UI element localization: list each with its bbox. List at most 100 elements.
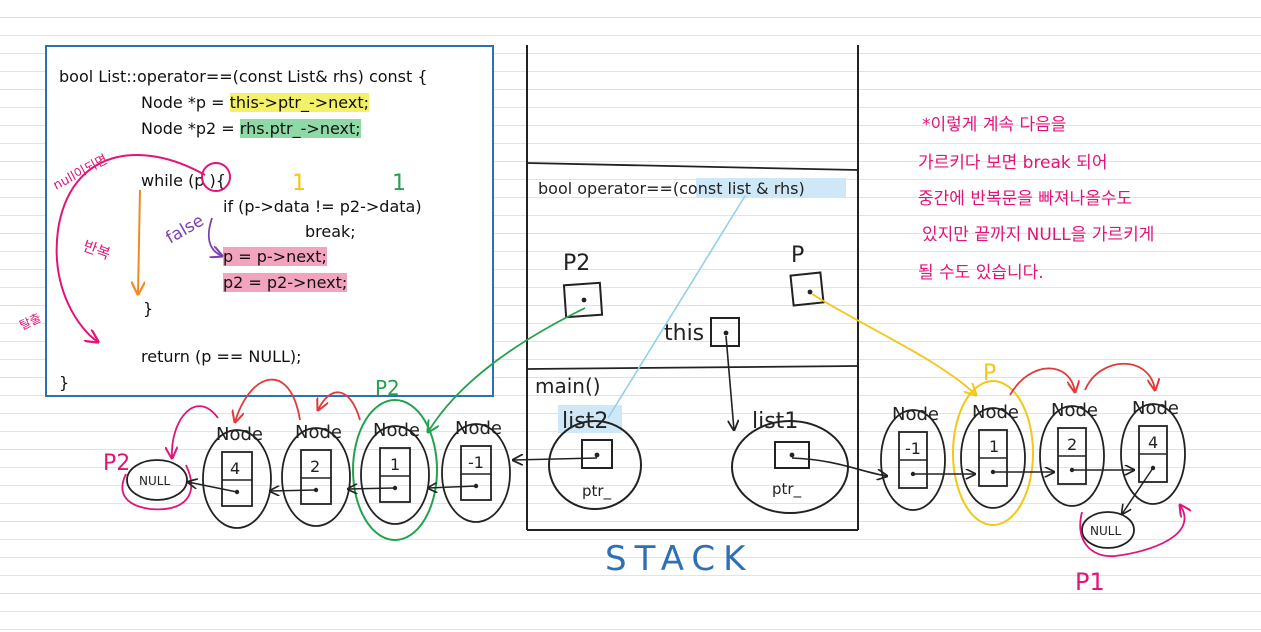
code-line-p-highlight: this->ptr_->next;: [229, 93, 369, 112]
right-node-0-data: -1: [905, 439, 921, 458]
right-next-arrow-3-null: [1122, 467, 1154, 514]
list2-ptr-label: ptr_: [582, 482, 612, 501]
code-while-keyword: while: [141, 171, 183, 190]
list2-object: [548, 420, 642, 510]
right-node-1-yellow-highlight: [952, 380, 1034, 526]
code-line-p2-highlight: rhs.ptr_->next;: [239, 119, 361, 138]
stack-frame: [526, 45, 859, 531]
this-dot: [723, 330, 729, 336]
right-node-3-label: Node: [1132, 398, 1179, 419]
escape-label: 탈출: [17, 311, 43, 333]
note-line-2: 가르키다 보면 break 되어: [918, 153, 1108, 173]
left-node-0-label: Node: [216, 424, 263, 445]
right-node-3-data: 4: [1148, 433, 1158, 452]
note-line-4: 있지만 끝까지 NULL을 가르키게: [922, 225, 1155, 245]
list2-ptr-dot: [594, 452, 600, 458]
left-next-arrow-0-null: [188, 482, 238, 493]
left-p2-marker: P2: [103, 451, 130, 476]
note-line-5: 될 수도 있습니다.: [918, 263, 1044, 283]
p-to-right-node-arrow: [811, 293, 976, 395]
code-line-p2-prefix: Node *p2 =: [141, 119, 240, 138]
p2-stack-label: P2: [563, 251, 590, 276]
left-node-2-data: 1: [390, 455, 400, 474]
p-stack-dot: [807, 289, 813, 295]
right-list: Node -1 Node 1 Node 2 Node: [880, 361, 1186, 596]
p2-stack-box: [562, 281, 604, 319]
code-while: while (p ){: [141, 171, 226, 190]
while-cond-circle: [201, 162, 231, 192]
left-node-1-data: 2: [310, 457, 320, 476]
code-box: bool List::operator==(const List& rhs) c…: [45, 45, 494, 397]
left-list: NULL P2 P2 Node 4 Node 2 Node 1: [103, 376, 511, 541]
left-node-0: Node 4: [202, 424, 272, 529]
code-close-inner: }: [143, 299, 154, 318]
right-node-2: Node 2: [1039, 400, 1105, 507]
list1-ptr-box: [774, 441, 810, 469]
left-red-arrow-b: [235, 378, 301, 422]
code-while-brace: {: [215, 171, 226, 190]
right-node-0: Node -1: [880, 404, 946, 511]
repeat-label: 반복: [81, 237, 113, 263]
code-break: break;: [305, 222, 356, 241]
code-close-outer: }: [59, 373, 70, 392]
p2-to-left-node-arrow: [428, 307, 586, 432]
left-p2-top-marker: P2: [375, 376, 400, 400]
p2-stack-dot: [581, 297, 587, 303]
frame-rhs-highlight: [696, 178, 846, 198]
code-p-next: p = p->next;: [223, 247, 327, 266]
note-line-3: 중간에 반복문을 빠져나올수도: [918, 189, 1133, 209]
right-red-arrow-b: [1084, 362, 1155, 390]
right-node-3: Node 4: [1120, 398, 1186, 505]
code-signature: bool List::operator==(const List& rhs) c…: [59, 67, 428, 86]
left-next-arrow-1-0: [270, 490, 317, 491]
left-node-3: Node -1: [441, 418, 511, 523]
right-node-0-label: Node: [892, 404, 939, 425]
count-one-yellow: 1: [292, 171, 306, 196]
code-line-p-prefix: Node *p =: [141, 93, 230, 112]
right-p1-wrap: [1079, 505, 1184, 557]
null-then-label: null이되면: [51, 152, 111, 193]
p-stack-box: [789, 271, 825, 307]
list1-ptr-dot: [789, 452, 795, 458]
repeat-arrow: [138, 189, 140, 294]
right-null-label: NULL: [1090, 524, 1121, 538]
left-red-arrow-c: [172, 405, 219, 458]
right-node-1-label: Node: [972, 402, 1019, 423]
this-to-list1-arrow: [725, 335, 734, 430]
right-null-ellipse: [1081, 511, 1135, 549]
p-stack-label: P: [791, 243, 804, 268]
left-node-0-data: 4: [230, 459, 240, 478]
left-node-1-label: Node: [295, 422, 342, 443]
right-node-2-label: Node: [1051, 400, 1098, 421]
list1-to-right-list-arrow: [791, 457, 887, 476]
right-red-arrow-a: [1009, 367, 1075, 396]
false-arrow: [207, 217, 222, 256]
null-arrow: [55, 154, 206, 342]
left-node-3-data: -1: [468, 453, 484, 472]
right-node-1: Node 1: [952, 380, 1034, 526]
this-box: [710, 317, 740, 347]
right-node-1-data: 1: [989, 437, 999, 456]
rhs-to-list2-line: [607, 195, 746, 419]
list2-ptr-box: [581, 439, 613, 469]
false-label: false: [163, 211, 208, 249]
left-next-arrow-3-2: [428, 486, 477, 488]
stack-label: STACK: [605, 539, 753, 579]
left-node-1: Node 2: [281, 422, 351, 527]
left-next-arrow-2-1: [348, 488, 396, 489]
left-node-2: Node 1: [352, 399, 438, 541]
code-p2-next: p2 = p2->next;: [223, 273, 348, 292]
right-p1-marker: P1: [1075, 568, 1105, 596]
this-label: this: [664, 321, 704, 346]
list2-to-left-list-arrow: [513, 458, 598, 460]
code-return: return (p == NULL);: [141, 347, 302, 366]
code-line-p: Node *p = this->ptr_->next;: [141, 93, 369, 112]
main-label: main(): [535, 374, 601, 398]
list1-ptr-label: ptr_: [772, 480, 802, 499]
code-while-cond: (p ): [188, 171, 216, 190]
count-one-green: 1: [392, 171, 406, 196]
left-null-label: NULL: [139, 474, 170, 488]
code-line-p2: Node *p2 = rhs.ptr_->next;: [141, 119, 361, 138]
left-node-2-green-highlight: [352, 399, 438, 541]
